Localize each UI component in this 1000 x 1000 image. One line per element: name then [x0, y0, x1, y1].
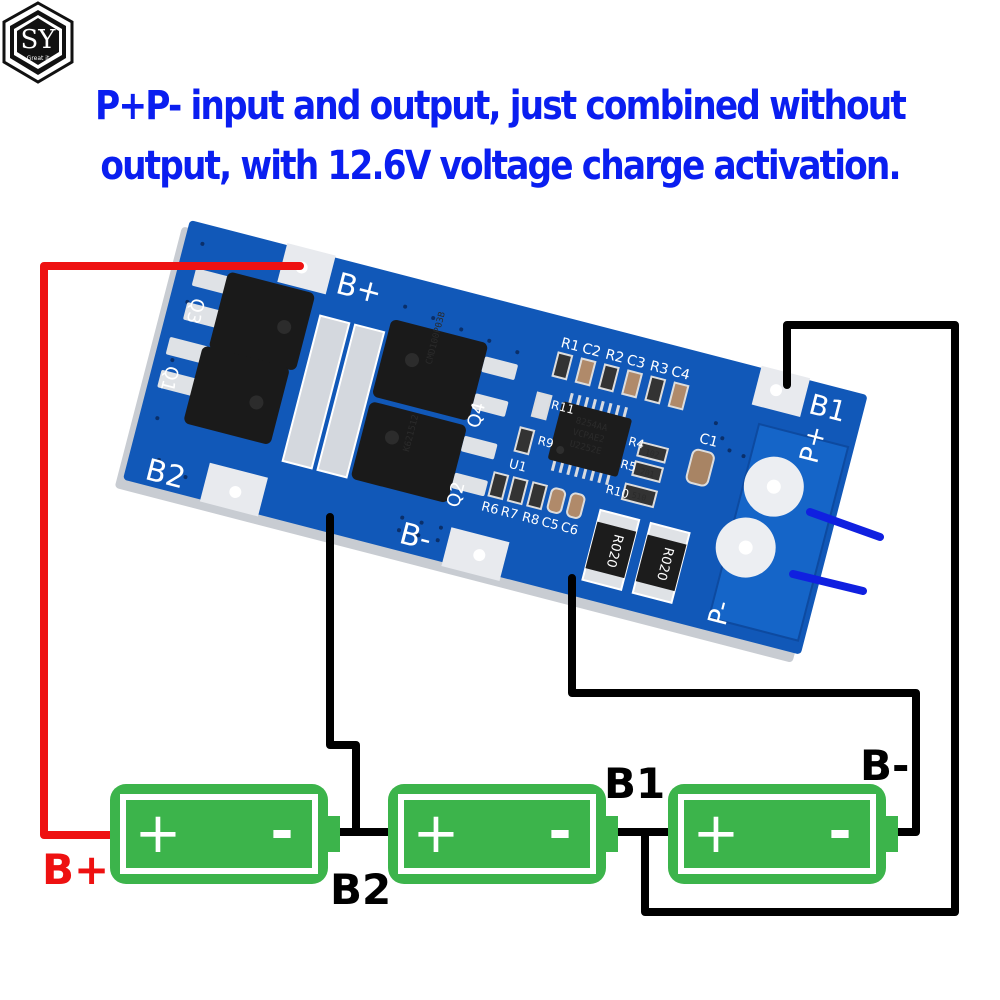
logo-tagline: Great it	[27, 55, 50, 62]
battery-negative-sign: -	[548, 799, 571, 864]
shunt-resistor-1: R020	[581, 508, 641, 591]
wire-b2	[326, 513, 360, 836]
wire-b-minus	[568, 574, 920, 836]
mosfet-q2: K621512	[351, 402, 498, 503]
top-passives: R1 C2 R2 C3 R3 C4	[551, 335, 692, 411]
wire-p-minus	[789, 570, 867, 595]
label-c1: C1	[698, 431, 720, 451]
label-r9: R9	[536, 433, 555, 451]
battery-cell-1: +-	[110, 784, 340, 884]
resistor-code-r10: 510	[631, 491, 647, 503]
label-r8: R8	[520, 510, 541, 529]
pad-b-minus	[441, 527, 510, 581]
battery-terminal	[884, 816, 898, 852]
resistor-code-r5: 201	[639, 467, 655, 479]
label-c3: C3	[625, 352, 647, 372]
battery-inner-frame	[678, 794, 876, 874]
wire-p-plus	[806, 508, 884, 541]
label-c2: C2	[580, 341, 602, 361]
label-wire-b-plus: B+	[42, 845, 109, 894]
protection-ic-u1: 8254AA VCPAE2 U2252E	[548, 392, 632, 486]
brand-logo: SY Great it	[2, 1, 74, 84]
label-r4: R4	[627, 434, 646, 452]
label-c6: C6	[559, 520, 580, 539]
battery-body	[388, 784, 606, 884]
mosfet-drain-tab	[316, 323, 386, 479]
battery-terminal	[326, 816, 340, 852]
label-r10: R10	[604, 482, 630, 501]
logo-initials: SY	[21, 25, 57, 55]
label-r5: R5	[619, 457, 638, 475]
label-r3: R3	[648, 358, 670, 378]
pad-p-minus	[715, 517, 776, 578]
label-r11: R11	[550, 398, 576, 417]
label-u1: U1	[507, 457, 528, 476]
battery-negative-sign: -	[270, 799, 293, 864]
battery-body	[110, 784, 328, 884]
pad-p-plus	[743, 456, 804, 517]
battery-inner-frame	[398, 794, 596, 874]
label-wire-b-minus: B-	[860, 741, 909, 790]
bms-pcb-board: B+ B2 B- B1 P+ P-	[115, 220, 867, 663]
mosfet-drain-tab	[281, 314, 351, 470]
battery-cell-3: +-	[668, 784, 898, 884]
side-passives: R11 R9 102 201 510 R4 R5 R10 C1	[513, 391, 720, 509]
pad-b2	[199, 462, 268, 517]
label-r2: R2	[604, 347, 626, 367]
caption-line-1: P+P- input and output, just combined wit…	[95, 83, 907, 129]
mosfet-q4: CMD100P03B	[373, 311, 518, 420]
battery-body	[668, 784, 886, 884]
battery-cell-2: +-	[388, 784, 618, 884]
battery-positive-sign: +	[693, 801, 740, 866]
shunt-resistor-2: R020	[631, 521, 691, 604]
mosfet-q3	[183, 268, 315, 370]
capacitor-c1	[685, 448, 715, 487]
label-wire-b2: B2	[330, 865, 391, 914]
battery-inner-frame	[120, 794, 318, 874]
battery-negative-sign: -	[828, 799, 851, 864]
bottom-passives: R6 R7 R8 C5 C6	[480, 471, 586, 539]
battery-positive-sign: +	[413, 801, 460, 866]
caption-line-2: output, with 12.6V voltage charge activa…	[100, 143, 901, 189]
battery-positive-sign: +	[135, 801, 182, 866]
label-r6: R6	[480, 499, 501, 518]
wire-b-plus	[40, 262, 304, 839]
pad-b1	[751, 365, 811, 418]
resistor-code-r4: 102	[644, 448, 660, 460]
wire-b1	[641, 321, 959, 916]
label-c5: C5	[540, 515, 561, 534]
label-c4: C4	[669, 364, 691, 384]
label-wire-b1: B1	[604, 759, 665, 808]
mosfet-q1	[157, 337, 289, 444]
battery-terminal	[604, 816, 618, 852]
label-r1: R1	[559, 335, 581, 355]
label-r7: R7	[499, 504, 520, 523]
